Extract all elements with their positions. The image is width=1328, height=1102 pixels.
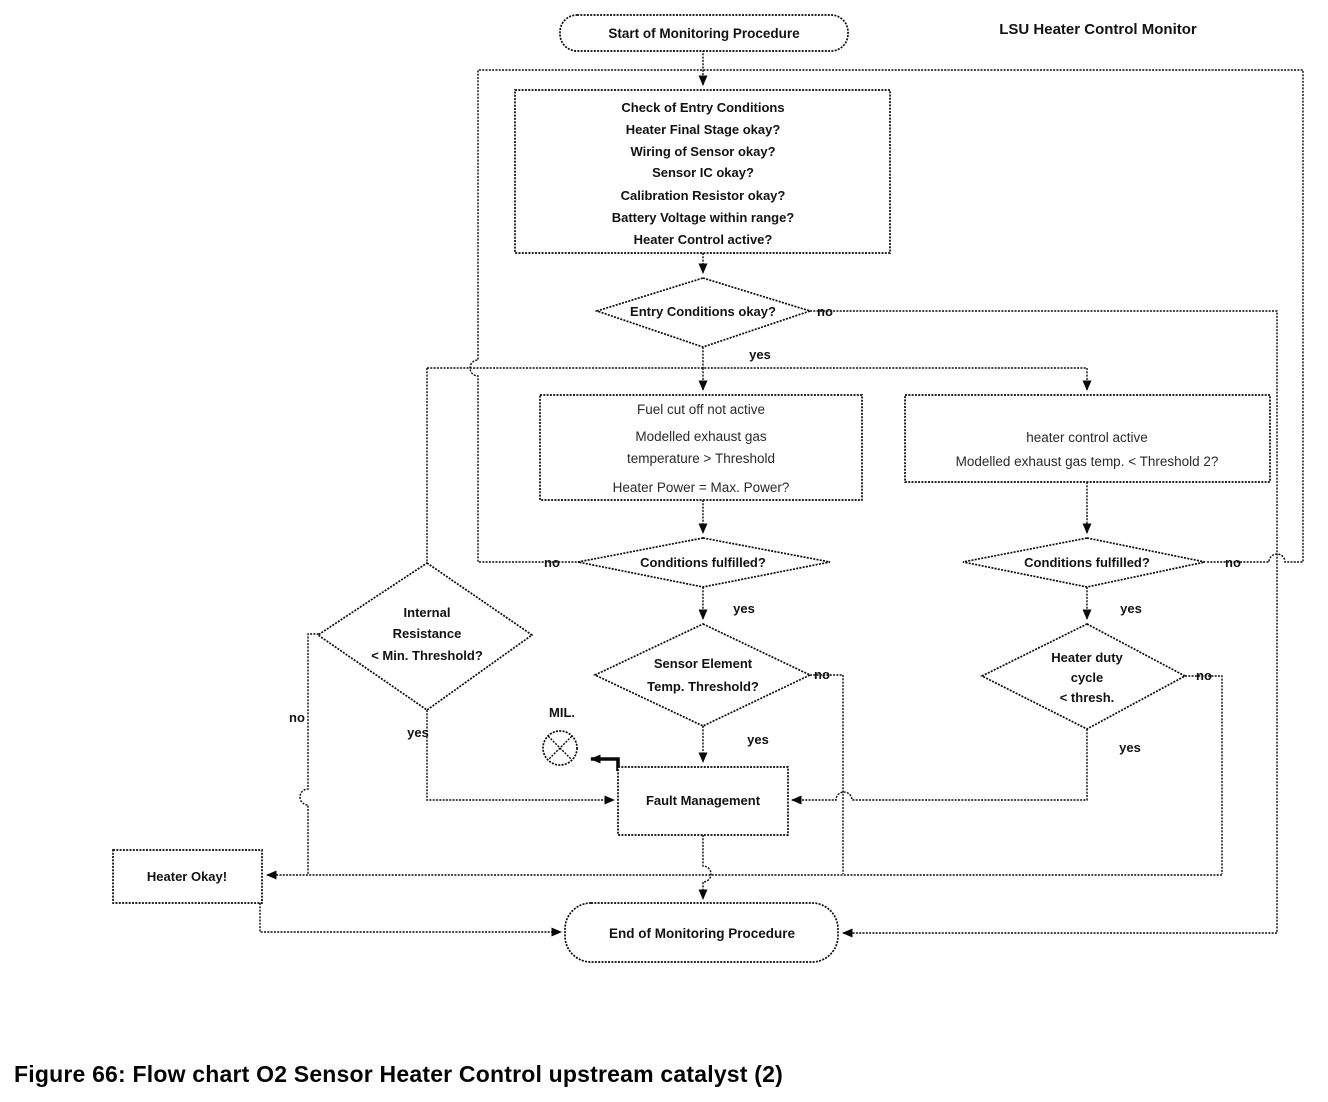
heater-duty-shape [980,623,1187,730]
heater-active-shape [904,394,1271,483]
node-internal-resistance: Internal Resistance < Min. Threshold? [316,561,534,712]
start-label: Start of Monitoring Procedure [608,26,800,41]
node-start: Start of Monitoring Procedure [559,14,849,52]
check-entry-line: Wiring of Sensor okay? [630,144,775,159]
node-entry-okay: Entry Conditions okay? [594,277,813,348]
label-internal-yes: yes [407,725,429,740]
mil-lamp-cross [547,735,573,761]
entry-okay-shape [594,277,813,348]
check-entry-line: Calibration Resistor okay? [621,188,786,203]
heater-duty-line: < thresh. [1060,690,1115,705]
mil-indicator: MIL. [542,705,578,766]
fuel-conditions-line: Modelled exhaust gas [635,429,767,444]
label-cond-right-no: no [1225,555,1241,570]
edge-internal-no [299,633,322,874]
figure-caption: Figure 66: Flow chart O2 Sensor Heater C… [14,1061,783,1087]
edge-fault-to-end [698,835,712,900]
check-entry-line: Heater Final Stage okay? [626,122,781,137]
label-cond-left-yes: yes [733,601,755,616]
heater-okay-label: Heater Okay! [147,869,227,884]
internal-resistance-line: Resistance [393,626,462,641]
node-cond-left: Conditions fulfilled? [577,537,831,588]
end-shape [564,902,839,963]
edge-fault-to-mil [590,754,620,771]
node-heater-okay: Heater Okay! [112,849,263,904]
edge-internal-yes [426,710,615,805]
heater-active-line: heater control active [1026,430,1148,445]
node-end: End of Monitoring Procedure [564,902,839,963]
start-shape [559,14,849,52]
fuel-conditions-line: temperature > Threshold [627,451,775,466]
check-entry-line: Sensor IC okay? [652,165,754,180]
mil-label: MIL. [549,705,575,720]
heater-duty-line: Heater duty [1051,650,1123,665]
sensor-temp-line: Temp. Threshold? [647,679,759,694]
cond-right-shape [962,537,1206,588]
label-entry-yes: yes [749,347,771,362]
node-heater-active: heater control active Modelled exhaust g… [904,394,1271,483]
label-sensor-yes: yes [747,732,769,747]
label-entry-no: no [817,304,833,319]
monitor-heading: LSU Heater Control Monitor [999,21,1197,38]
entry-okay-label: Entry Conditions okay? [630,304,776,319]
node-cond-right: Conditions fulfilled? [962,537,1206,588]
heater-active-line: Modelled exhaust gas temp. < Threshold 2… [956,454,1219,469]
end-label: End of Monitoring Procedure [609,926,795,941]
label-duty-no: no [1196,668,1212,683]
cond-left-shape [577,537,831,588]
internal-resistance-shape [316,561,534,712]
label-cond-right-yes: yes [1120,601,1142,616]
edge-heaterokay-to-end [259,903,562,937]
fuel-conditions-shape [539,394,863,501]
internal-resistance-line: Internal [404,605,451,620]
cond-right-label: Conditions fulfilled? [1024,555,1150,570]
label-cond-left-no: no [544,555,560,570]
sensor-temp-line: Sensor Element [654,656,753,671]
fuel-conditions-line: Fuel cut off not active [637,402,765,417]
node-check-entry: Check of Entry Conditions Heater Final S… [514,89,891,254]
edge-conditions-no-loop [469,69,1304,563]
label-internal-no: no [289,710,305,725]
label-sensor-no: no [814,667,830,682]
check-entry-shape [514,89,891,254]
sensor-temp-shape [593,623,812,727]
node-fault-management: Fault Management [617,766,789,836]
node-fuel-conditions: Fuel cut off not active Modelled exhaust… [539,394,863,501]
check-entry-line: Check of Entry Conditions [621,100,784,115]
fuel-conditions-line: Heater Power = Max. Power? [613,480,790,495]
check-entry-line: Heater Control active? [634,232,773,247]
node-heater-duty: Heater duty cycle < thresh. [980,623,1187,730]
edge-duty-no [1185,675,1223,874]
internal-resistance-line: < Min. Threshold? [371,648,483,663]
node-sensor-temp: Sensor Element Temp. Threshold? [593,623,812,727]
label-duty-yes: yes [1119,740,1141,755]
edge-duty-yes [791,729,1088,805]
fault-management-label: Fault Management [646,793,761,808]
check-entry-line: Battery Voltage within range? [612,210,795,225]
heater-okay-shape [112,849,263,904]
fault-management-shape [617,766,789,836]
heater-duty-line: cycle [1071,670,1104,685]
cond-left-label: Conditions fulfilled? [640,555,766,570]
edge-sensor-no [810,674,844,874]
